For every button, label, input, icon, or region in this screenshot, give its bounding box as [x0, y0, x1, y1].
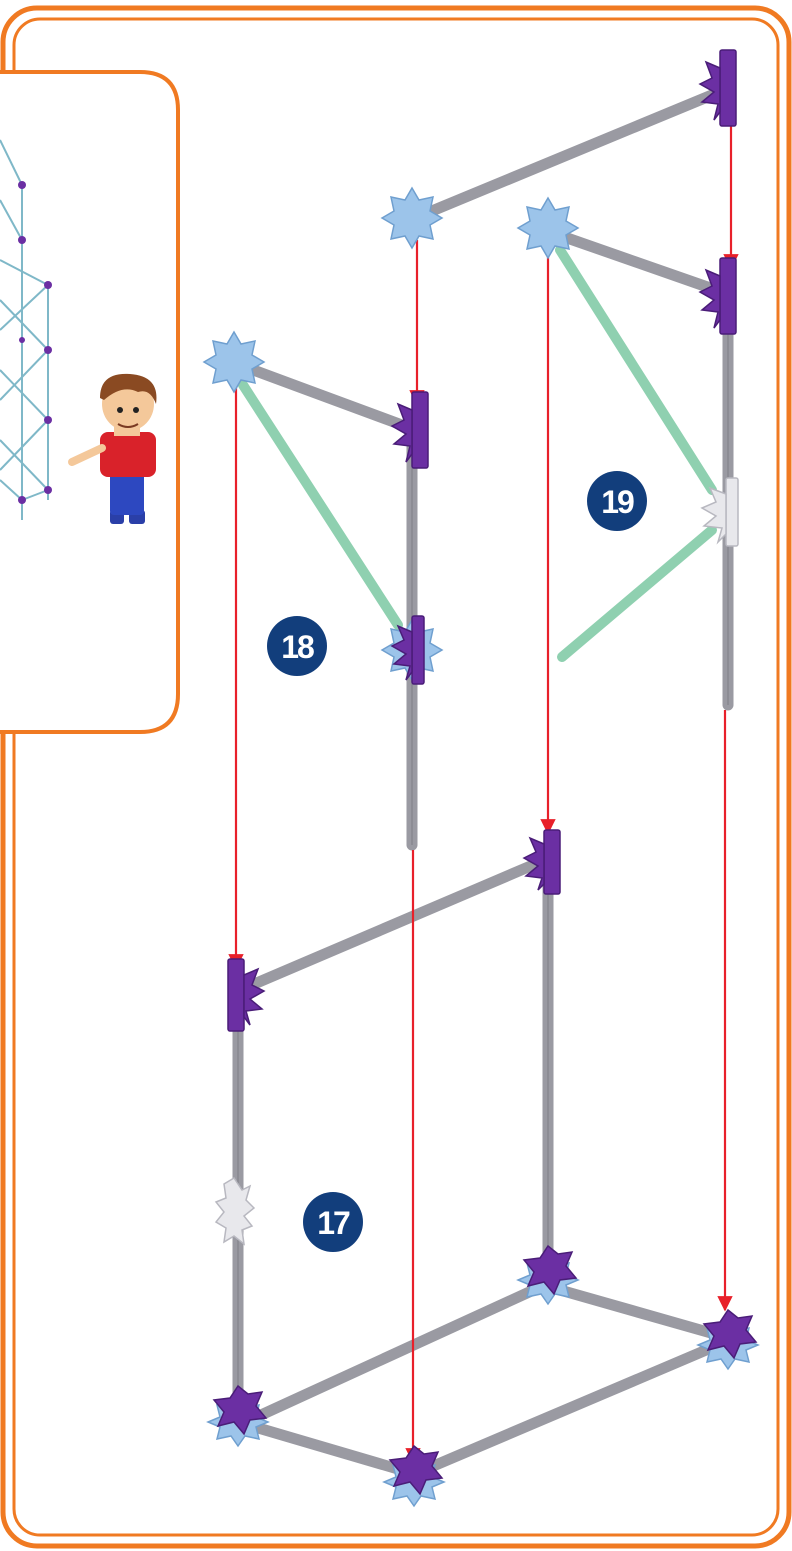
- assembly-arrows: [236, 80, 731, 1462]
- connector-lightblue: [382, 188, 442, 248]
- step-badge-19: 19: [587, 471, 647, 531]
- connector-white: [216, 1178, 254, 1244]
- step-badge-18: 18: [267, 616, 327, 676]
- white-connectors: [216, 478, 738, 1244]
- connector-purple: [700, 258, 736, 334]
- step-number: 19: [601, 484, 634, 520]
- step-number: 17: [317, 1205, 350, 1241]
- connector-lightblue: [204, 332, 264, 392]
- inset-panel: [0, 72, 178, 732]
- connector-purple: [228, 959, 264, 1031]
- step-badge-17: 17: [303, 1192, 363, 1252]
- connector-lightblue: [518, 198, 578, 258]
- connector-purple: [392, 392, 428, 468]
- connector-purple: [700, 50, 736, 126]
- purple-connectors: [214, 50, 756, 1494]
- green-rods: [243, 250, 712, 657]
- step-number: 18: [281, 629, 314, 665]
- gray-rods: [237, 95, 728, 1472]
